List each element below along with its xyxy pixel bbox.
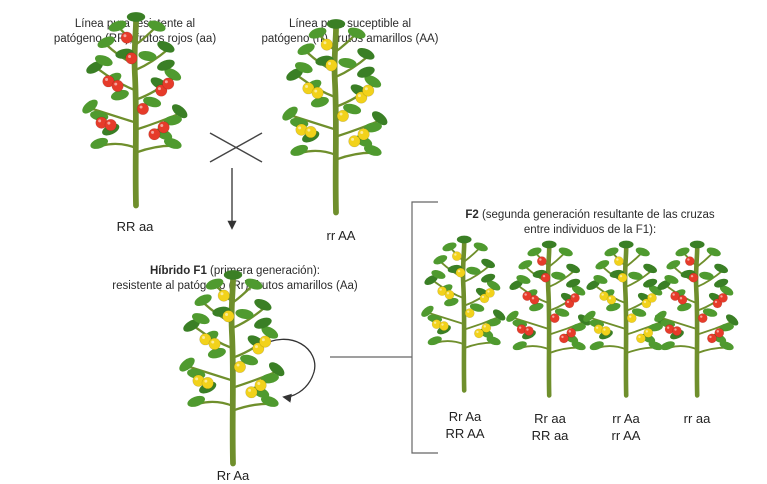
- f2-title-bold: F2: [465, 209, 479, 221]
- plant-f2-3: [583, 240, 668, 398]
- f2-caption-line2: entre individuos de la F1):: [523, 224, 657, 236]
- parent-susceptible-genotype: rr AA: [326, 228, 356, 243]
- plant-f2-2: [506, 240, 591, 398]
- f2-plant-1-line1: Rr Aa: [448, 409, 482, 424]
- f2-plant-4-line1: rr aa: [683, 411, 711, 426]
- f2-title-rest: (segunda generación resultante de las cr…: [478, 209, 715, 221]
- f2-plant-3-line1: rr Aa: [612, 411, 640, 426]
- f2-bracket: [411, 201, 438, 454]
- plant-parent-resistant: [82, 11, 188, 208]
- f2-caption-line1: F2 (segunda generación resultante de las…: [420, 208, 760, 223]
- f2-plant-3-genotypes: rr Aa rr AA: [591, 410, 661, 444]
- plant-f2-1: [421, 235, 506, 393]
- f2-plant-2-line1: Rr aa: [534, 411, 566, 426]
- f1-title-bold: Híbrido F1: [149, 265, 207, 277]
- f2-caption: F2 (segunda generación resultante de las…: [420, 208, 760, 238]
- self-cross-arrow: [257, 338, 316, 403]
- f1-genotype: Rr Aa: [216, 468, 250, 483]
- cross-symbol: [209, 132, 263, 163]
- f2-plant-1-line2: RR AA: [445, 426, 485, 441]
- f2-plant-2-line2: RR aa: [531, 428, 569, 443]
- plant-parent-susceptible: [282, 18, 388, 215]
- plant-f1-hybrid: [179, 269, 285, 466]
- parent-resistant-genotype: RR aa: [116, 219, 154, 234]
- plant-f2-4: [654, 240, 739, 398]
- f2-plant-4-genotypes: rr aa: [662, 410, 732, 427]
- f2-plant-1-genotypes: Rr Aa RR AA: [430, 408, 500, 442]
- f2-plant-3-line2: rr AA: [611, 428, 641, 443]
- parent-susceptible-caption-line1: Línea pura suceptible al: [288, 18, 412, 30]
- f2-plant-2-genotypes: Rr aa RR aa: [515, 410, 585, 444]
